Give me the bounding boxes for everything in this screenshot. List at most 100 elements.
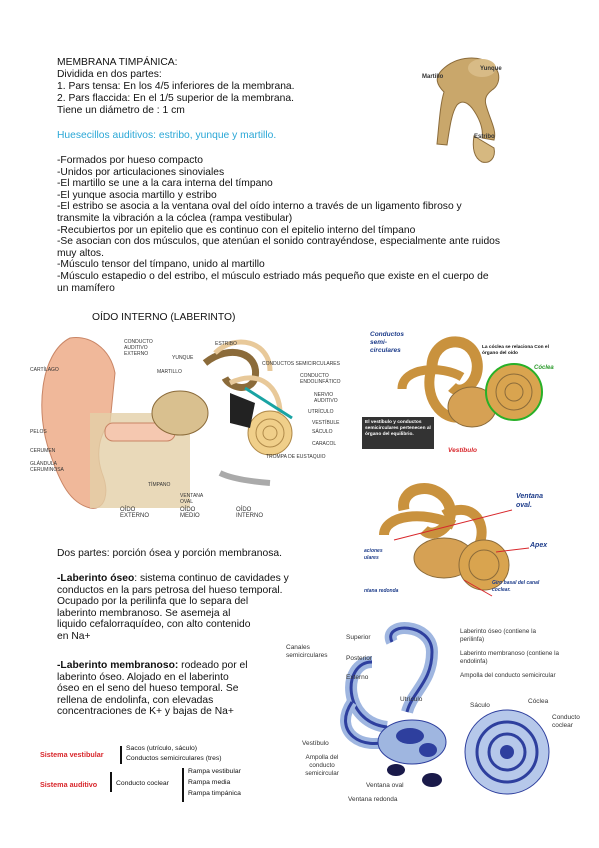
- label-ventana-oval: Ventana oval.: [516, 493, 543, 509]
- bullet: -Músculo estapedio o del estribo, el mús…: [57, 270, 489, 282]
- label-conductos-semicirculares: CONDUCTOS SEMICIRCULARES: [262, 361, 340, 367]
- intro-line: Tiene un diámetro de : 1 cm: [57, 105, 185, 116]
- intro-line: Dividida en dos partes:: [57, 69, 162, 80]
- label-coclea: Cóclea: [528, 698, 549, 705]
- labyrinth-illustration: [340, 622, 550, 795]
- ear-anatomy-illustration: [41, 337, 293, 509]
- ossicles-heading: Huesecillos auditivos: estribo, yunque y…: [57, 130, 277, 141]
- label-conducto-coclear: Conducto coclear: [552, 714, 580, 729]
- label-posterior: Posterior: [346, 655, 373, 662]
- vestibular-item: Conductos semicirculares (tres): [126, 755, 222, 762]
- label-vestibulo: Vestíbulo: [448, 447, 478, 454]
- label-oido-interno: OÍDO INTERNO: [236, 507, 263, 519]
- label-yunque: Yunque: [480, 66, 502, 72]
- intro-line: 2. Pars flaccida: En el 1/5 superior de …: [57, 93, 294, 104]
- bullet: -Músculo tensor del tímpano, unido al ma…: [57, 259, 265, 271]
- parts-line: Dos partes: porción ósea y porción membr…: [57, 548, 282, 559]
- ossicles-figure: Martillo Yunque Estribo: [412, 50, 522, 170]
- label-utriculo: UTRÍCULO: [308, 409, 334, 415]
- paragraph-line: : sistema continuo de cavidades y: [134, 573, 289, 584]
- ossicles-illustration: [436, 57, 500, 163]
- paragraph-line: laberinto membranoso. Se asemeja al: [57, 607, 231, 619]
- bullet: -El yunque asocia martillo y estribo: [57, 189, 217, 201]
- paragraph-line: en Na+: [57, 630, 91, 642]
- label-apex: Apex: [530, 542, 548, 549]
- label-caracol: CARACOL: [312, 441, 337, 447]
- paragraph-line: laberinto óseo. Alojado en el laberinto: [57, 671, 229, 683]
- label-estribo: Estribo: [474, 134, 495, 140]
- label-laberinto-oseo: Laberinto óseo (contiene la perilinfa): [460, 628, 536, 643]
- label-pelos: PELOS: [30, 429, 47, 435]
- intro-line: 1. Pars tensa: En los 4/5 inferiores de …: [57, 81, 295, 92]
- label-timpano: TÍMPANO: [148, 482, 171, 488]
- ossicle-bullets: -Formados por hueso compacto -Unidos por…: [57, 155, 500, 294]
- label-aciones: aciones ulares: [364, 548, 383, 561]
- paragraph-line: rodeado por el: [178, 660, 248, 671]
- label-estribo: ESTRIBO: [215, 341, 237, 347]
- label-superior: Superior: [346, 634, 371, 641]
- bullet: transmite la vibración a la cóclea (ramp…: [57, 212, 293, 224]
- label-saculo: Sáculo: [470, 702, 490, 709]
- systems-diagram: Sistema vestibular Sacos (utrículo, sácu…: [40, 744, 280, 804]
- auditory-system-label: Sistema auditivo: [40, 780, 98, 789]
- label-martillo: Martillo: [422, 74, 444, 80]
- label-coclea: Cóclea: [534, 365, 554, 371]
- windows-illustration: [379, 483, 530, 597]
- label-externo: Externo: [346, 674, 369, 681]
- paragraph-line: liquido cefalorraquídeo, con alto conten…: [57, 619, 251, 631]
- brace: [120, 746, 122, 764]
- brace: [182, 768, 184, 802]
- bullet: -El martillo se une a la cara interna de…: [57, 178, 273, 190]
- label-utriculo: Utrículo: [400, 696, 423, 703]
- windows-figure: Ventana oval. Apex aciones ulares ntana …: [364, 480, 556, 602]
- intro-title: MEMBRANA TIMPÁNICA:: [57, 57, 178, 68]
- label-yunque: YUNQUE: [172, 355, 194, 361]
- laberinto-membranoso-title: -Laberinto membranoso:: [57, 660, 179, 671]
- label-trompa: TROMPA DE EUSTAQUIO: [266, 454, 326, 460]
- auditory-item: Rampa timpánica: [188, 790, 241, 797]
- label-saculo: SÁCULO: [312, 429, 333, 435]
- paragraph-line: conductos en la pars petrosa del hueso t…: [57, 584, 283, 596]
- label-martillo: MARTILLO: [157, 369, 182, 375]
- label-ventana-redonda: Ventana redonda: [348, 796, 398, 803]
- label-ventana-oval: Ventana oval: [366, 782, 404, 789]
- label-ampolla-inferior: Ampolla del conducto semicircular: [305, 754, 339, 777]
- label-giro-basal: Giro basal del canal coclear.: [492, 580, 540, 593]
- label-ventana-redonda: ntana redonda: [364, 588, 399, 594]
- label-canales-semicirculares: Canales semicirculares: [286, 644, 328, 659]
- auditory-mid: Conducto coclear: [116, 780, 169, 787]
- paragraph-line: óseo en el seno del hueso temporal. Se: [57, 683, 239, 695]
- bullet: -Recubiertos por un epitelio que es cont…: [57, 224, 416, 236]
- laberinto-membranoso-paragraph: -Laberinto membranoso: rodeado por el la…: [57, 660, 248, 718]
- paragraph-line: rellena de endolinfa, con elevadas: [57, 694, 214, 706]
- label-conducto-endolinfatico: CONDUCTO ENDOLINFÁTICO: [300, 373, 341, 385]
- label-oido-externo: OÍDO EXTERNO: [120, 507, 150, 519]
- label-cartilago: CARTÍLAGO: [30, 367, 59, 373]
- label-conductos-semicirculares: Conductos semi- circulares: [370, 331, 404, 354]
- vestibular-item: Sacos (utrículo, sáculo): [126, 745, 198, 752]
- cochlea-note: La cóclea se relaciona Con el órgano del…: [482, 345, 549, 356]
- bullet: -Unidos por articulaciones sinoviales: [57, 166, 225, 178]
- bullet: muy altos.: [57, 247, 104, 259]
- laberinto-oseo-paragraph: -Laberinto óseo: sistema continuo de cav…: [57, 573, 289, 643]
- paragraph-line: concentraciones de K+ y bajas de Na+: [57, 706, 234, 718]
- vestibular-system-label: Sistema vestibular: [40, 750, 104, 759]
- label-vestibulo: Vestíbulo: [302, 740, 329, 747]
- bullet: -El estribo se asocia a la ventana oval …: [57, 201, 462, 213]
- inner-ear-heading: OÍDO INTERNO (LABERINTO): [92, 312, 236, 323]
- bullet: un mamífero: [57, 282, 115, 294]
- label-oido-medio: OÍDO MEDIO: [180, 507, 200, 519]
- bullet: -Formados por hueso compacto: [57, 155, 203, 166]
- label-cerumen: CERUMEN: [30, 448, 56, 454]
- ear-anatomy-figure: CONDUCTO AUDITIVO EXTERNO YUNQUE ESTRIBO…: [30, 333, 346, 528]
- label-nervio-auditivo: NERVIO AUDITIVO: [314, 392, 338, 404]
- cochlea-illustration: [397, 336, 543, 428]
- auditory-item: Rampa vestibular: [188, 768, 241, 775]
- laberinto-oseo-title: -Laberinto óseo: [57, 573, 135, 584]
- label-ventana-oval: VENTANA OVAL: [180, 493, 203, 505]
- bullet: -Se asocian con dos músculos, que atenúa…: [57, 236, 501, 248]
- label-ampolla-superior: Ampolla del conducto semicircular: [460, 672, 556, 679]
- brace: [110, 772, 112, 792]
- label-laberinto-membranoso: Laberinto membranoso (contiene la endoli…: [460, 650, 560, 665]
- equilibrium-note-box: El vestíbulo y conductos semicirculares …: [362, 417, 434, 449]
